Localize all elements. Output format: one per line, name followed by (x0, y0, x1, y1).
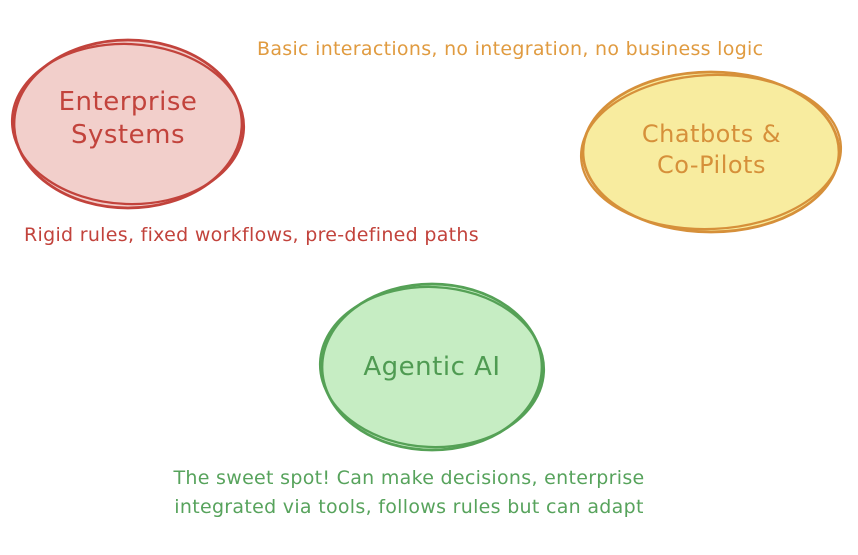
agentic-ai-ellipse (318, 282, 546, 452)
enterprise-systems-ellipse-fill (12, 38, 244, 210)
agentic-ai-label: Agentic AI (363, 352, 501, 382)
chatbots-copilots-ellipse-fill (581, 70, 841, 234)
chatbots-annotation: Basic interactions, no integration, no b… (257, 38, 764, 60)
enterprise-systems-ellipse (10, 38, 246, 210)
chatbots-copilots-label: Chatbots & Co-Pilots (641, 120, 782, 179)
enterprise-systems-label: Enterprise Systems (58, 87, 198, 150)
enterprise-annotation: Rigid rules, fixed workflows, pre-define… (24, 224, 479, 246)
chatbots-copilots-ellipse (579, 70, 843, 234)
chatbots-copilots-ellipse-sketch-stroke (579, 73, 843, 231)
agentic-annotation: The sweet spot! Can make decisions, ente… (173, 467, 645, 518)
enterprise-systems-ellipse-sketch-stroke (10, 42, 246, 206)
agentic-ai-ellipse-fill (320, 282, 544, 452)
agentic-ai-ellipse-sketch-stroke (318, 285, 546, 449)
